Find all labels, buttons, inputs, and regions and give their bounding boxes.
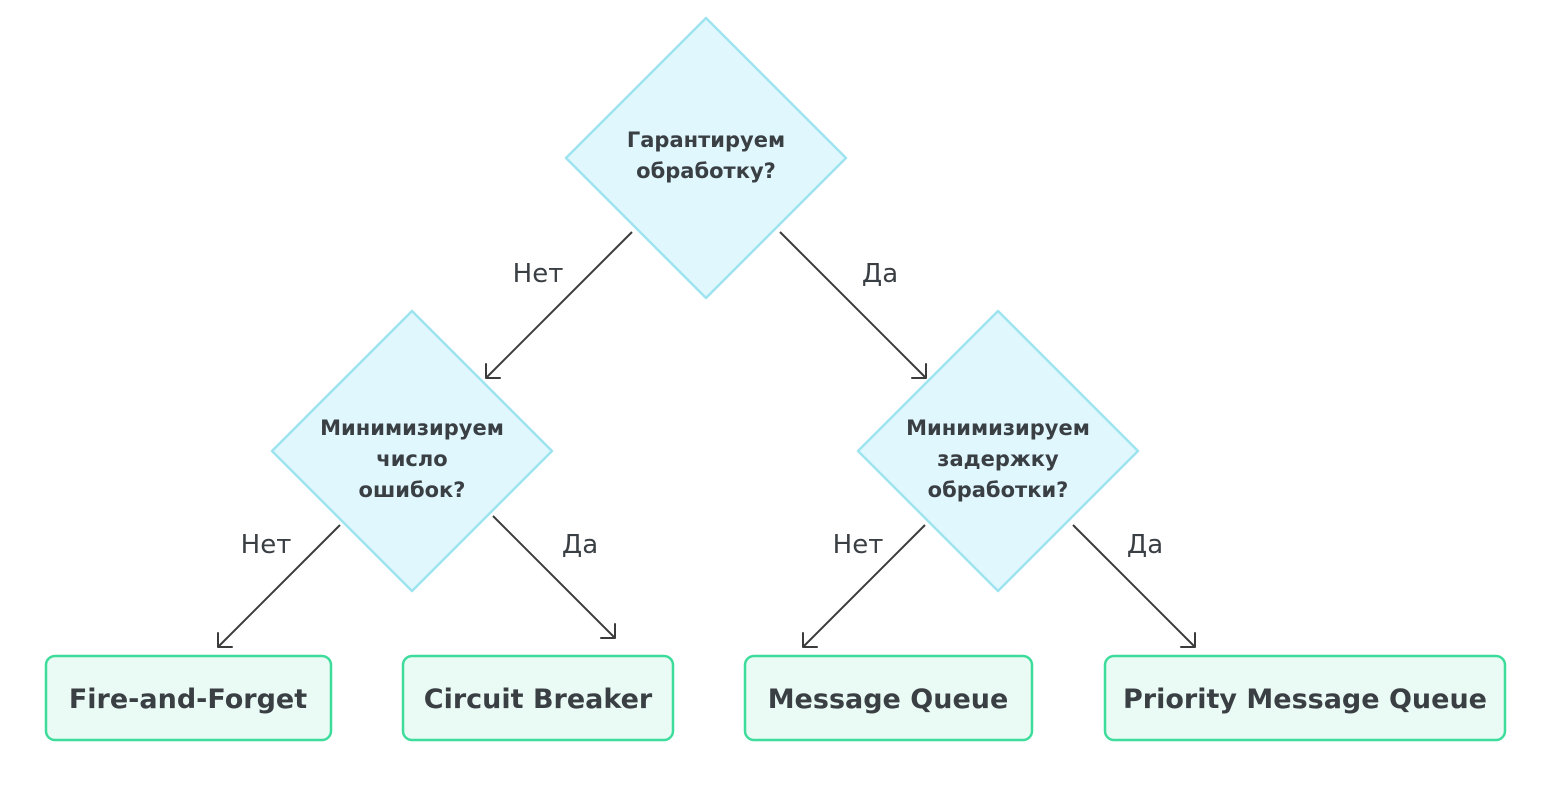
diamond-left-shape (270, 309, 554, 593)
edge-root-yes (779, 231, 927, 379)
edge-label-right-no: Нет (833, 530, 884, 560)
edge-left-yes (492, 515, 616, 639)
leaf-1-box (44, 654, 333, 742)
diamond-root-shape (564, 16, 848, 300)
decision-right: Минимизируем задержку обработки? (856, 309, 1140, 593)
edges (217, 231, 1196, 648)
leaf-2-label: Circuit Breaker (424, 684, 653, 715)
decision-root-line-1: Гарантируем (627, 128, 785, 152)
arrowhead-root-no (485, 363, 501, 379)
edge-left-no (217, 524, 341, 648)
leaf-1-label: Fire-and-Forget (69, 684, 307, 715)
arrowhead-left-yes (600, 623, 616, 639)
decision-left: Минимизируем число ошибок? (270, 309, 554, 593)
leaf-3-label: Message Queue (768, 684, 1009, 715)
edge-label-root-yes: Да (862, 259, 898, 289)
leaf-3-box (743, 654, 1034, 742)
edge-labels: Нет Да Нет Да Нет Да (241, 259, 1163, 560)
leaf-4-label: Priority Message Queue (1123, 684, 1487, 715)
arrowhead-right-no (802, 632, 818, 648)
leaf-priority-message-queue: Priority Message Queue (1103, 654, 1507, 742)
diamond-right-shape (856, 309, 1140, 593)
decision-root-line-2: обработку? (636, 159, 776, 183)
decision-right-line-2: задержку (937, 447, 1059, 471)
leaf-4-box (1103, 654, 1507, 742)
decision-right-line-3: обработки? (928, 478, 1069, 502)
arrowhead-right-yes (1180, 632, 1196, 648)
decision-left-line-1: Минимизируем (320, 416, 504, 440)
edge-label-left-no: Нет (241, 530, 292, 560)
leaf-circuit-breaker: Circuit Breaker (401, 654, 675, 742)
leaf-fire-and-forget: Fire-and-Forget (44, 654, 333, 742)
edge-root-no (485, 231, 633, 379)
decision-root: Гарантируем обработку? (564, 16, 848, 300)
leaf-message-queue: Message Queue (743, 654, 1034, 742)
edge-right-yes (1072, 524, 1196, 648)
decision-left-line-3: ошибок? (359, 478, 466, 502)
edge-label-root-no: Нет (513, 259, 564, 289)
edge-right-no (802, 524, 926, 648)
leaf-2-box (401, 654, 675, 742)
arrowhead-root-yes (911, 363, 927, 379)
decision-right-line-1: Минимизируем (906, 416, 1090, 440)
decision-left-line-2: число (376, 447, 447, 471)
arrowhead-left-no (217, 632, 233, 648)
edge-label-right-yes: Да (1127, 530, 1163, 560)
edge-label-left-yes: Да (562, 530, 598, 560)
